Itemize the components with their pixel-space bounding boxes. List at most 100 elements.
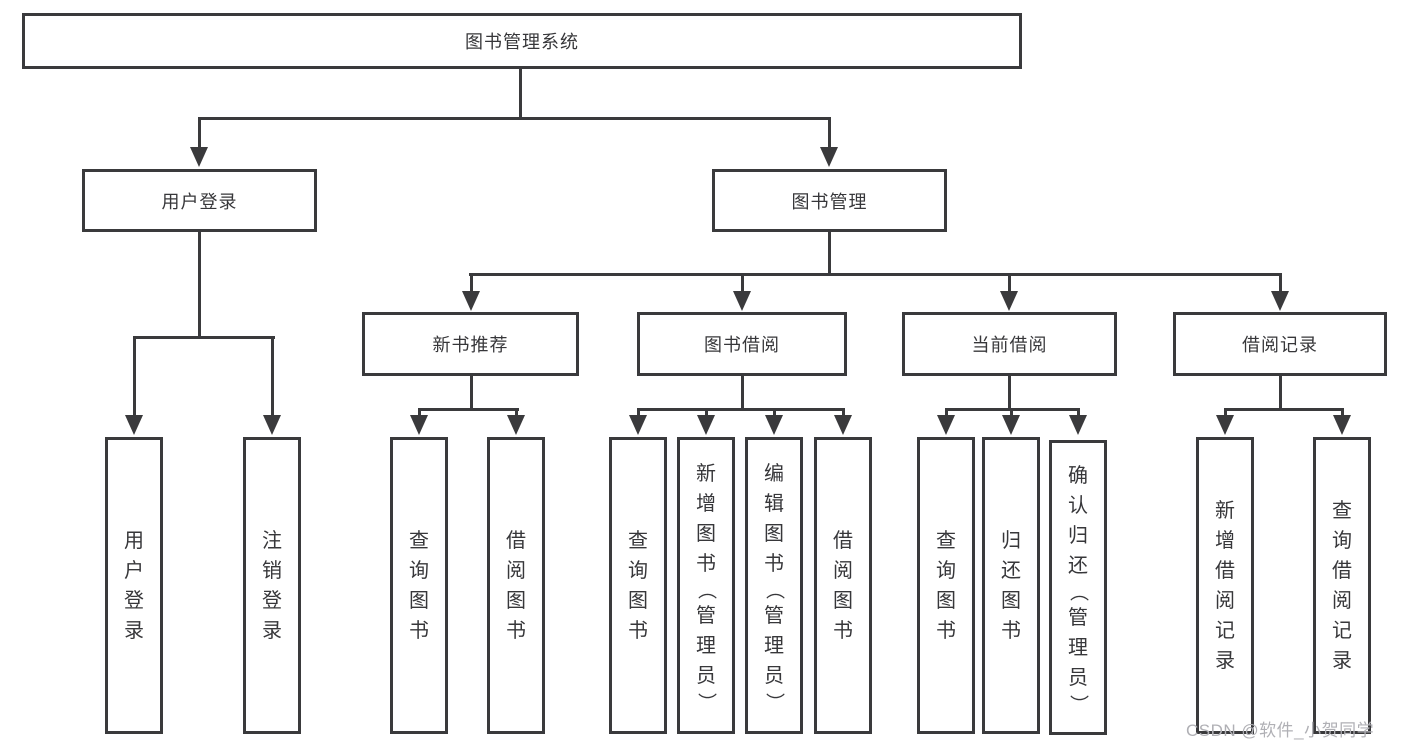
leaf-add-book-admin: 新增图书（管理员） — [677, 437, 735, 734]
arrowhead-book-management — [820, 147, 838, 167]
connector-stem-borrow-book-borrow — [842, 408, 845, 418]
vertical-char: 增 — [1215, 529, 1235, 552]
arrowhead-new-book-recommend — [462, 291, 480, 311]
vertical-char: 询 — [628, 559, 648, 582]
connector-book-management-drop — [828, 231, 831, 276]
vertical-char: 图 — [696, 522, 716, 545]
vertical-char: 增 — [696, 492, 716, 515]
leaf-return-book-label: 归还图书 — [985, 440, 1037, 731]
vertical-char: 归 — [1001, 529, 1021, 552]
vertical-char: 还 — [1001, 559, 1021, 582]
vertical-char: 询 — [1332, 529, 1352, 552]
connector-stem-book-management — [828, 117, 831, 149]
node-current-borrow: 当前借阅 — [902, 312, 1117, 376]
leaf-edit-book-admin: 编辑图书（管理员） — [745, 437, 803, 734]
leaf-borrow-book-borrow: 借阅图书 — [814, 437, 872, 734]
vertical-char: 理 — [696, 634, 716, 657]
vertical-char: 录 — [262, 619, 282, 642]
vertical-char: 登 — [124, 589, 144, 612]
leaf-logout-label: 注销登录 — [246, 440, 298, 731]
arrowhead-add-borrow-record — [1216, 415, 1234, 435]
leaf-add-book-admin-label: 新增图书（管理员） — [680, 440, 732, 731]
vertical-char: 注 — [262, 529, 282, 552]
arrowhead-query-book-current — [937, 415, 955, 435]
connector-stem-book-borrow — [741, 273, 744, 293]
vertical-char: 图 — [764, 522, 784, 545]
connector-stem-return-book — [1010, 408, 1013, 418]
leaf-user-login: 用户登录 — [105, 437, 163, 734]
vertical-char: 询 — [936, 559, 956, 582]
vertical-char: 图 — [1001, 589, 1021, 612]
leaf-add-borrow-record-label: 新增借阅记录 — [1199, 440, 1251, 731]
connector-stem-logout — [271, 336, 274, 417]
vertical-char: 图 — [506, 589, 526, 612]
arrowhead-login — [125, 415, 143, 435]
arrowhead-borrow-record — [1271, 291, 1289, 311]
connector-root-horizontal — [198, 117, 831, 120]
vertical-char: 借 — [833, 529, 853, 552]
leaf-query-book-recommend-label: 查询图书 — [393, 440, 445, 731]
vertical-char: 理 — [764, 634, 784, 657]
arrowhead-borrow-book-borrow — [834, 415, 852, 435]
vertical-char: 员 — [696, 664, 716, 687]
leaf-return-book: 归还图书 — [982, 437, 1040, 734]
leaf-confirm-return-admin: 确认归还（管理员） — [1049, 440, 1107, 735]
vertical-char: 书 — [409, 619, 429, 642]
vertical-char: 借 — [1332, 559, 1352, 582]
leaf-borrow-book-borrow-label: 借阅图书 — [817, 440, 869, 731]
vertical-char: 书 — [696, 552, 716, 575]
vertical-char: 用 — [124, 529, 144, 552]
vertical-char: 录 — [1332, 649, 1352, 672]
vertical-char: 理 — [1068, 636, 1088, 659]
vertical-char: 归 — [1068, 524, 1088, 547]
arrowhead-borrow-book-recommend — [507, 415, 525, 435]
connector-book-borrow-drop — [741, 375, 744, 411]
vertical-char: 管 — [1068, 606, 1088, 629]
connector-stem-add-borrow-record — [1224, 408, 1227, 418]
vertical-char: 查 — [409, 529, 429, 552]
leaf-query-book-current: 查询图书 — [917, 437, 975, 734]
connector-borrow-record-drop — [1279, 375, 1282, 411]
vertical-char: 图 — [936, 589, 956, 612]
leaf-query-book-borrow-label: 查询图书 — [612, 440, 664, 731]
arrowhead-query-borrow-record — [1333, 415, 1351, 435]
connector-new-book-recommend-horizontal — [418, 408, 519, 411]
vertical-char: 书 — [764, 552, 784, 575]
leaf-query-book-recommend: 查询图书 — [390, 437, 448, 734]
vertical-char: 登 — [262, 589, 282, 612]
leaf-query-book-current-label: 查询图书 — [920, 440, 972, 731]
connector-stem-borrow-record — [1279, 273, 1282, 293]
vertical-char: 记 — [1332, 619, 1352, 642]
vertical-char: ） — [1067, 693, 1089, 714]
connector-current-borrow-drop — [1008, 375, 1011, 411]
leaf-query-borrow-record: 查询借阅记录 — [1313, 437, 1371, 734]
arrowhead-add-book-admin — [697, 415, 715, 435]
connector-stem-borrow-book-recommend — [515, 408, 518, 418]
arrowhead-book-borrow — [733, 291, 751, 311]
vertical-char: 图 — [628, 589, 648, 612]
node-root-system-label: 图书管理系统 — [465, 32, 579, 52]
node-root-system: 图书管理系统 — [22, 13, 1022, 69]
leaf-borrow-book-recommend-label: 借阅图书 — [490, 440, 542, 731]
connector-stem-login — [133, 336, 136, 417]
connector-book-management-horizontal — [469, 273, 1281, 276]
vertical-char: 书 — [628, 619, 648, 642]
vertical-char: 还 — [1068, 554, 1088, 577]
node-new-book-recommend: 新书推荐 — [362, 312, 579, 376]
connector-stem-query-book-current — [945, 408, 948, 418]
connector-stem-edit-book-admin — [773, 408, 776, 418]
vertical-char: 图 — [833, 589, 853, 612]
vertical-char: 销 — [262, 559, 282, 582]
vertical-char: 员 — [1068, 666, 1088, 689]
vertical-char: 员 — [764, 664, 784, 687]
vertical-char: 记 — [1215, 619, 1235, 642]
vertical-char: ） — [695, 691, 717, 712]
leaf-query-book-borrow: 查询图书 — [609, 437, 667, 734]
vertical-char: 确 — [1068, 464, 1088, 487]
leaf-confirm-return-admin-label: 确认归还（管理员） — [1052, 443, 1104, 732]
connector-borrow-record-horizontal — [1224, 408, 1344, 411]
csdn-watermark: CSDN @软件_小贺同学 — [1186, 721, 1375, 740]
connector-user-login-horizontal — [133, 336, 275, 339]
connector-stem-query-book-borrow — [637, 408, 640, 418]
